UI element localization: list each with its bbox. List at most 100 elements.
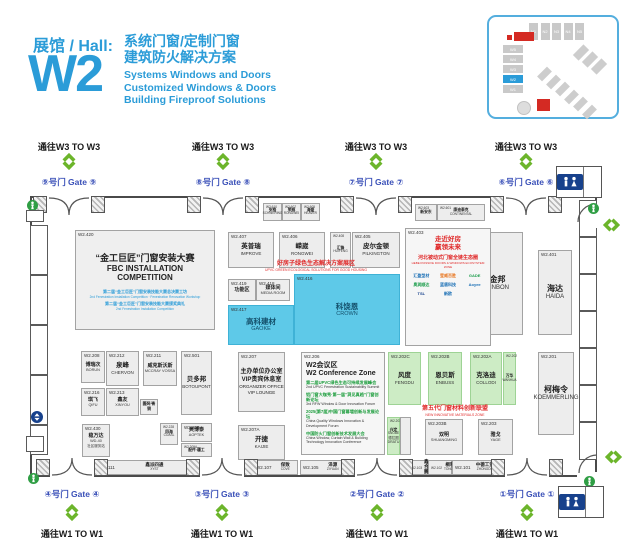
booth-name-en: PILKINGTON — [362, 251, 390, 257]
booth-number: W2.203 — [481, 421, 497, 426]
booth-name-cn: 英普瑞 — [241, 243, 261, 251]
restroom-box — [558, 486, 604, 518]
booth-name-en: SNOBE — [387, 431, 400, 436]
route-label: 通往W1 TO W1 — [40, 529, 104, 539]
booth-number: W2.210 — [143, 401, 154, 405]
gate-opening — [354, 193, 398, 200]
gate-pillar — [244, 459, 258, 476]
booth-name-en: YAGE — [490, 437, 501, 442]
exhibitor-logo: TSL — [417, 291, 426, 297]
bottom-wall-opening — [577, 472, 598, 478]
right-corridor-room — [579, 311, 597, 348]
door-swing-icon — [504, 197, 548, 216]
hall-label: 展馆 / Hall: — [33, 38, 114, 55]
booth-name-cn: 保致 — [280, 462, 290, 468]
two-way-arrow-icon — [370, 503, 384, 526]
minimap-landmark-red — [514, 32, 534, 41]
booth-number: W2.208 — [84, 353, 100, 358]
gate-pillar — [94, 459, 108, 476]
exhibitor-logo: 蓝盾科技 — [439, 282, 456, 288]
minimap-hall-N2: N2 — [540, 23, 550, 40]
two-way-arrow-icon — [598, 218, 621, 232]
minimap-hall-W3: W3 — [503, 65, 523, 73]
materials-zone-cn: 第五代门窗材料创新联盟 — [421, 406, 488, 412]
gate-label: ②号门 Gate ② — [349, 489, 405, 499]
booth-number: W2.202A — [473, 354, 492, 359]
two-way-arrow-icon — [519, 152, 533, 175]
booth-name-en: BOTOUPONT — [182, 384, 211, 390]
door-swing-icon — [201, 197, 245, 216]
ecosystem-zone-cn: 河北被动式门窗全链生态圈 — [417, 255, 478, 262]
conference-zone-title-en: W2 Conference Zone — [306, 370, 376, 377]
conference-zone-title-cn: W2会议区 — [306, 362, 338, 369]
booth-name-en: ZIYUAN — [326, 467, 339, 472]
right-corridor-room — [579, 385, 597, 422]
booth-name-cn: 四海 — [165, 429, 173, 434]
booth-name-cn: 泉峰 — [116, 361, 129, 369]
booth-name-cn: 安格 — [268, 207, 277, 212]
minimap-hall-W2: W2 — [503, 75, 523, 83]
minimap-landmark-red — [537, 99, 550, 111]
booth-content: 主办单位办公室 VIP贵宾休息室 ORGANIZER OFFICE VIP LO… — [239, 353, 284, 411]
booth-name-cn: 康迪泰克 — [453, 208, 469, 213]
exhibitor-logo: GADE — [468, 273, 481, 279]
vip-lounge-en: VIP LOUNGE — [247, 390, 276, 396]
booth-number: W2.408 — [333, 234, 344, 238]
booth-content: 走近好房 赢领未来 河北被动式门窗全链生态圈 HEBEI PASSIVE DOO… — [409, 236, 487, 342]
upvc-zone-en: UPVC GREEN ECOLOGICAL SOLUTIONS FOR GOOD… — [265, 267, 367, 272]
gate-opening — [47, 193, 91, 200]
booth-name-en: RONGWEI — [291, 251, 313, 257]
route-label: 通往W1 TO W1 — [495, 529, 559, 539]
gate-label: ⑧号门 Gate ⑧ — [195, 177, 251, 187]
restroom-side-room — [586, 487, 603, 517]
booth-number: W2.101 — [455, 465, 471, 470]
gate-pillar — [399, 459, 413, 476]
booth-name-cn: 琪飞 — [87, 396, 98, 403]
event-title-en: China Quality Windows Innovation & Devel… — [306, 419, 365, 428]
gate-pillar — [245, 196, 259, 213]
booth-W2.111: W2.111鑫派四通XYST — [97, 460, 193, 475]
booth-name-cn: 功能区 — [234, 287, 250, 293]
walking-person-icon — [28, 471, 39, 489]
title-cn-2: 建筑防火解决方案 — [124, 49, 236, 66]
ecosystem-slogan-2: 赢领未来 — [435, 244, 461, 252]
materials-zone-en: NEW INNOVATIVE MATERIALS ZONE — [425, 412, 485, 417]
right-corridor-room — [579, 348, 597, 385]
gate-pillar — [548, 196, 562, 213]
booth-name-cn: 克洛迪 — [476, 371, 496, 379]
gate-pillar — [340, 196, 354, 213]
booth-number: W2.202 — [506, 354, 517, 358]
booth-name-cn: 配件·疆工 — [188, 447, 205, 452]
booth-name-en: MCCRAY VOSSA — [144, 369, 176, 374]
booth-name-cn: 桐利 — [445, 462, 455, 468]
booth-number: W2.203B — [428, 421, 447, 426]
booth-number: W2.416 — [297, 276, 313, 281]
booth-name: 鑫合鹏 — [424, 460, 429, 474]
booth-number: W2.209 — [184, 425, 200, 430]
gate-label: ⑦号门 Gate ⑦ — [348, 177, 404, 187]
booth-name-cn: 汇锋 — [336, 245, 345, 250]
